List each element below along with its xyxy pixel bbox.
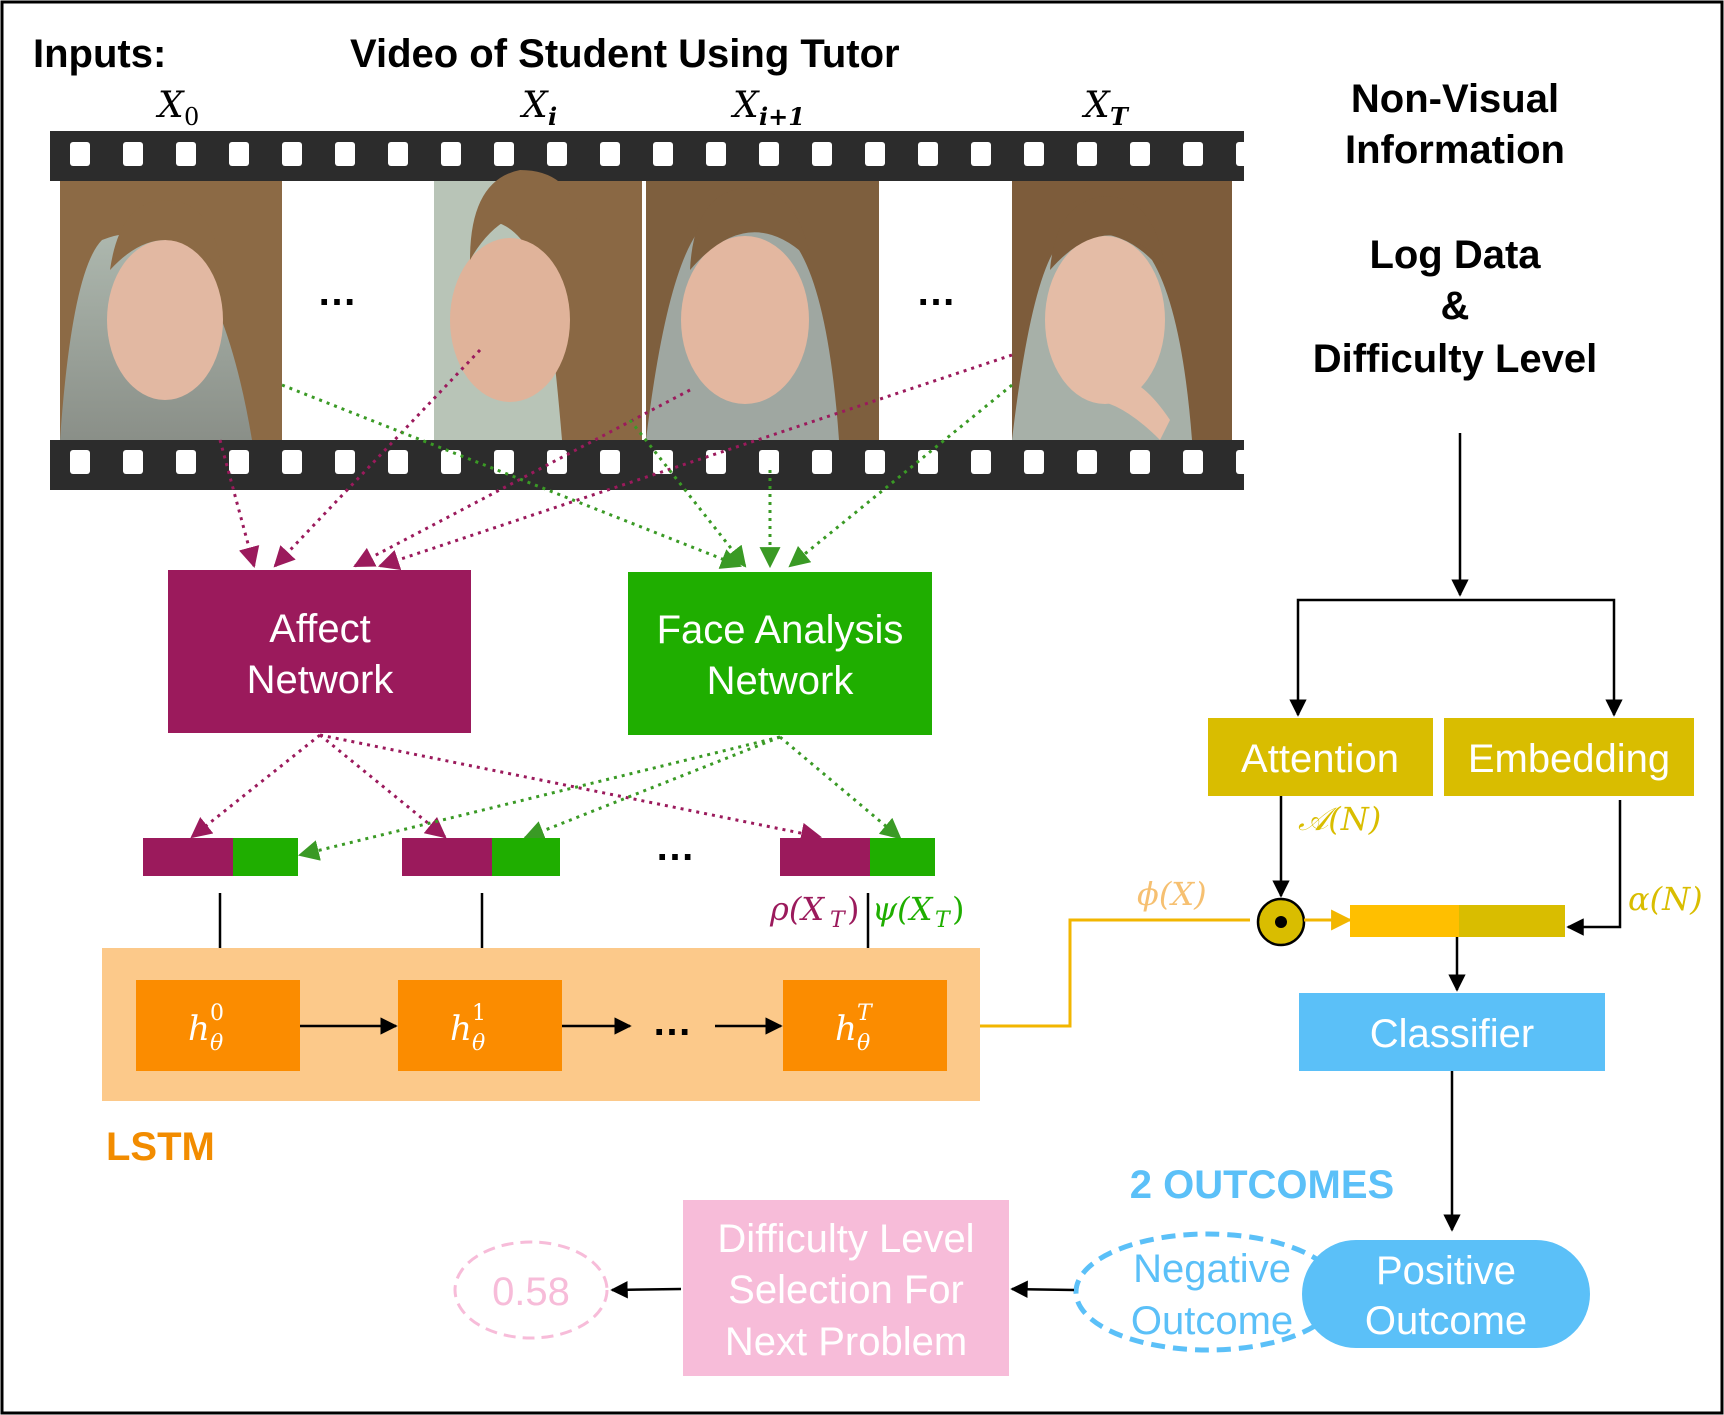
svg-text:i: i	[548, 102, 557, 131]
film-strip: … …	[50, 131, 1244, 490]
svg-text:ψ(X: ψ(X	[872, 890, 934, 928]
svg-text:T: T	[1110, 102, 1130, 131]
svg-text:ρ(X: ρ(X	[769, 890, 825, 928]
purple-frame-arrows	[218, 348, 1013, 570]
svg-text:Next Problem: Next Problem	[725, 1320, 967, 1364]
svg-text:): )	[952, 890, 964, 928]
svg-text:Difficulty Level: Difficulty Level	[717, 1217, 974, 1261]
attention-output-label: 𝒜(N)	[1298, 800, 1381, 838]
lstm-cell-T: h T θ	[783, 980, 947, 1071]
affect-network-box: Affect Network	[168, 570, 471, 733]
svg-text:Network: Network	[707, 659, 855, 703]
svg-text:Affect: Affect	[269, 607, 371, 651]
frame-ellipsis-left: …	[317, 270, 357, 314]
negative-outcome-ellipse: Negative Outcome	[1073, 1231, 1343, 1353]
frame-ellipsis-right: …	[916, 270, 956, 314]
svg-text:Outcome: Outcome	[1365, 1299, 1527, 1343]
positive-outcome-ellipse: Positive Outcome	[1302, 1240, 1590, 1348]
score-ellipse: 0.58	[453, 1240, 609, 1340]
svg-text:Selection For: Selection For	[728, 1268, 964, 1312]
svg-text:X: X	[1081, 85, 1111, 126]
concat-vector	[1350, 905, 1565, 937]
outcomes-title: 2 OUTCOMES	[1130, 1163, 1394, 1207]
svg-text:h: h	[188, 1009, 210, 1049]
svg-text:Face Analysis: Face Analysis	[657, 608, 904, 652]
phi-label: ϕ(X)	[1137, 875, 1207, 913]
frame-label-xT: X T	[1081, 85, 1130, 131]
film-bottom-sprockets	[50, 440, 1244, 490]
svg-text:0.58: 0.58	[492, 1270, 570, 1314]
frame-image-xT	[1012, 181, 1232, 440]
svg-text:Embedding: Embedding	[1468, 737, 1670, 781]
svg-text:T: T	[935, 908, 952, 933]
outcome-to-selection-arrow	[1010, 1280, 1075, 1299]
svg-text:h: h	[450, 1009, 472, 1049]
lstm-ellipsis: …	[652, 1000, 692, 1044]
feature-vector-T	[780, 838, 935, 876]
svg-text:Positive: Positive	[1376, 1249, 1516, 1293]
green-frame-arrows	[281, 383, 1013, 569]
svg-text:X: X	[730, 85, 760, 126]
svg-text:T: T	[830, 908, 847, 933]
svg-text:0: 0	[184, 103, 199, 131]
logdata-branch-arrows	[1289, 433, 1623, 717]
svg-text:T: T	[857, 1001, 874, 1026]
feature-ellipsis: …	[655, 825, 695, 869]
frame-label-x0: X 0	[155, 85, 199, 131]
svg-text:i+1: i+1	[759, 102, 805, 131]
logdata-line3: Difficulty Level	[1313, 337, 1598, 381]
video-title: Video of Student Using Tutor	[350, 32, 900, 76]
nonvisual-line1: Non-Visual	[1351, 77, 1559, 121]
svg-text:1: 1	[472, 1001, 486, 1026]
selection-to-score-arrow	[610, 1281, 682, 1299]
lstm-label: LSTM	[106, 1125, 215, 1169]
lstm-output-line	[980, 918, 1250, 1028]
logdata-line1: Log Data	[1369, 233, 1541, 277]
film-top-sprockets	[50, 131, 1244, 181]
svg-text:h: h	[835, 1009, 857, 1049]
lstm-cell-1: h 1 θ	[398, 980, 562, 1071]
rho-label: ρ(X T )	[769, 890, 859, 933]
svg-text:θ: θ	[210, 1031, 223, 1056]
embedding-output-label: α(N)	[1628, 880, 1703, 918]
psi-label: ψ(X T )	[872, 890, 964, 933]
svg-text:Negative: Negative	[1133, 1247, 1291, 1291]
frame-image-xi	[434, 170, 642, 440]
frame-image-x0	[60, 181, 282, 440]
svg-text:Classifier: Classifier	[1370, 1012, 1534, 1056]
svg-text:Attention: Attention	[1241, 737, 1399, 781]
logdata-line2: &	[1441, 284, 1470, 328]
nonvisual-line2: Information	[1345, 128, 1565, 172]
svg-text:X: X	[155, 85, 185, 126]
svg-text:θ: θ	[857, 1031, 870, 1056]
frame-label-xi1: X i+1	[730, 85, 805, 131]
embedding-box: Embedding	[1444, 718, 1694, 796]
feature-vector-1	[402, 838, 560, 876]
inputs-label: Inputs:	[33, 32, 166, 76]
embedding-to-concat-arrow	[1566, 800, 1622, 936]
difficulty-selection-box: Difficulty Level Selection For Next Prob…	[683, 1200, 1009, 1376]
frame-image-xi1	[646, 181, 879, 440]
svg-text:Network: Network	[247, 658, 395, 702]
attention-box: Attention	[1208, 718, 1433, 796]
svg-text:Outcome: Outcome	[1131, 1299, 1293, 1343]
lstm-cell-0: h 0 θ	[136, 980, 300, 1071]
feature-vector-0	[143, 838, 298, 876]
affect-to-feature-arrows	[190, 733, 823, 844]
classifier-box: Classifier	[1299, 993, 1605, 1071]
frame-label-xi: X i	[519, 85, 557, 131]
face-analysis-network-box: Face Analysis Network	[628, 572, 932, 735]
svg-text:θ: θ	[472, 1031, 485, 1056]
svg-text:): )	[847, 890, 859, 928]
svg-text:0: 0	[210, 1001, 224, 1026]
svg-text:X: X	[519, 85, 549, 126]
elementwise-product-icon	[1256, 897, 1306, 947]
face-to-feature-arrows	[297, 735, 902, 861]
